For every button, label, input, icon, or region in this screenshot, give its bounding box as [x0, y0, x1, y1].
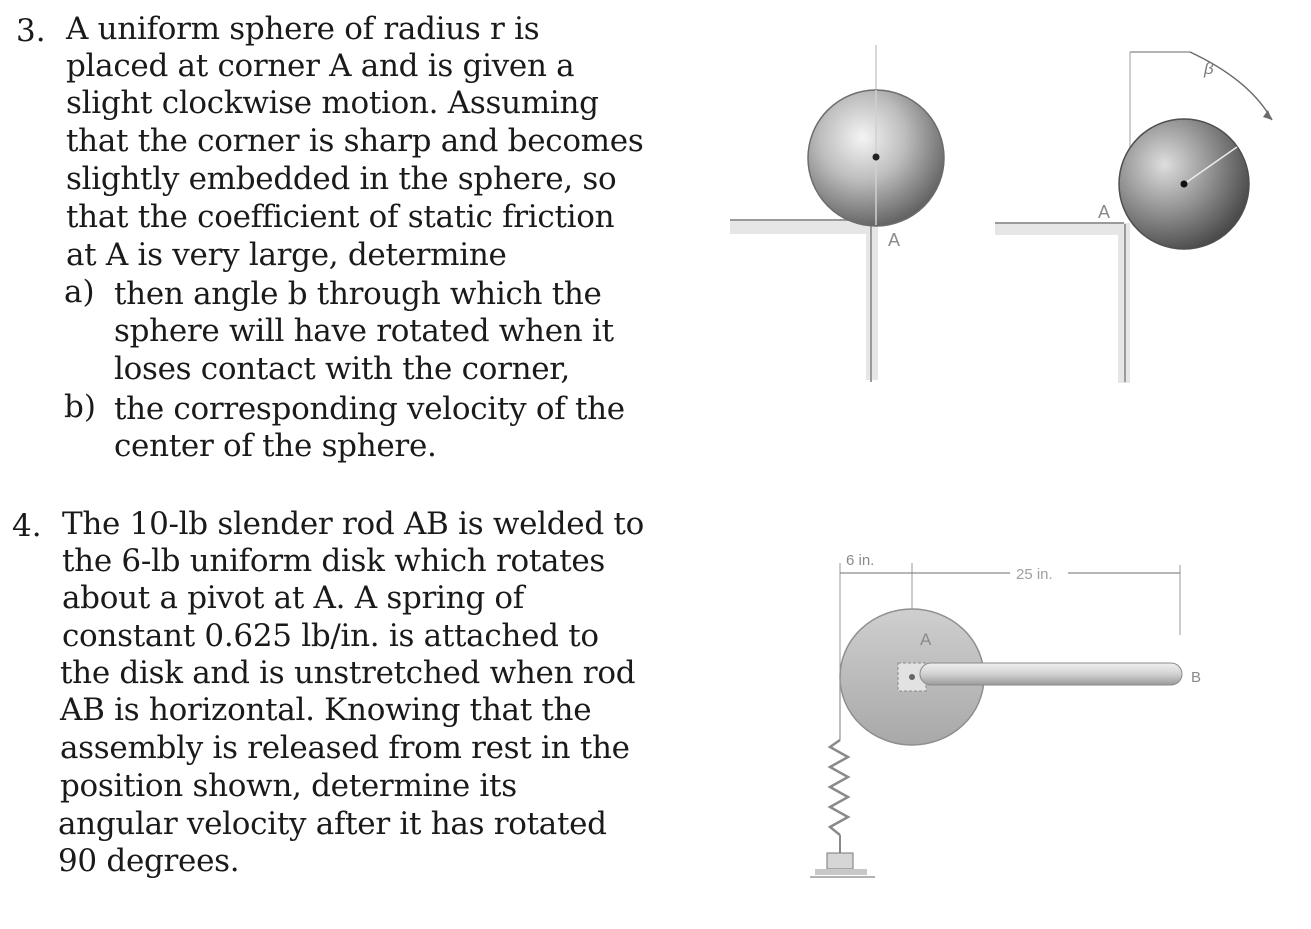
- problem-3-line: A uniform sphere of radius r is: [66, 11, 540, 47]
- problem-3-line: at A is very large, determine: [66, 237, 507, 273]
- problem-4-line: position shown, determine its: [60, 768, 517, 804]
- rod-dimension-label: 25 in.: [1016, 566, 1053, 583]
- problem-4-line: the disk and is unstretched when rod: [60, 655, 636, 691]
- corner-label-a-left: A: [888, 230, 900, 250]
- problem-4-line: The 10-lb slender rod AB is welded to: [62, 506, 644, 542]
- problem-4-line: angular velocity after it has rotated: [58, 806, 607, 842]
- part-b-line: center of the sphere.: [114, 428, 437, 464]
- corner-label-a-right: A: [1098, 202, 1110, 222]
- disk-dimension-label: 6 in.: [846, 552, 874, 569]
- beta-arrowhead: [1263, 110, 1272, 120]
- spring: [827, 677, 851, 855]
- disk-rod-diagram: 6 in. 25 in. A B: [810, 552, 1201, 878]
- beta-arc: [1189, 51, 1273, 121]
- part-a-label: a): [64, 274, 95, 310]
- problem-4-line: 90 degrees.: [58, 843, 240, 879]
- problem-4-line: the 6-lb uniform disk which rotates: [62, 543, 606, 579]
- sphere-corner-figure: A A β: [720, 20, 1300, 400]
- part-a-line: sphere will have rotated when it: [114, 313, 614, 349]
- left-corner-block: [730, 219, 878, 382]
- problem-4-number: 4.: [12, 508, 42, 544]
- problem-4-line: AB is horizontal. Knowing that the: [60, 692, 592, 728]
- angle-beta-label: β: [1203, 59, 1214, 78]
- problem-3-line: that the coefficient of static friction: [66, 199, 615, 235]
- slender-rod: [919, 662, 1183, 686]
- spring-ground-anchor: [810, 852, 875, 878]
- problem-3-line: slightly embedded in the sphere, so: [66, 161, 617, 197]
- problem-3-line: slight clockwise motion. Assuming: [66, 85, 599, 121]
- rod-end-label-b: B: [1191, 669, 1201, 686]
- problem-4-line: constant 0.625 lb/in. is attached to: [62, 618, 599, 654]
- problem-3-line: placed at corner A and is given a: [66, 48, 575, 84]
- part-b-line: the corresponding velocity of the: [114, 391, 625, 427]
- problem-4-line: assembly is released from rest in the: [60, 730, 630, 766]
- part-b-label: b): [64, 389, 96, 425]
- right-corner-block: [995, 222, 1130, 383]
- pivot-label-a: A: [920, 630, 932, 649]
- problem-3-number: 3.: [16, 13, 46, 49]
- problem-3-line: that the corner is sharp and becomes: [66, 123, 644, 159]
- sphere-left: [807, 45, 945, 227]
- disk-rod-figure: 6 in. 25 in. A B: [770, 525, 1240, 925]
- sphere-corner-diagram: A A β: [730, 45, 1273, 383]
- part-a-line: loses contact with the corner,: [114, 351, 570, 387]
- problem-4-line: about a pivot at A. A spring of: [62, 580, 524, 616]
- part-a-line: then angle b through which the: [114, 276, 602, 312]
- sphere-right: [1118, 118, 1250, 250]
